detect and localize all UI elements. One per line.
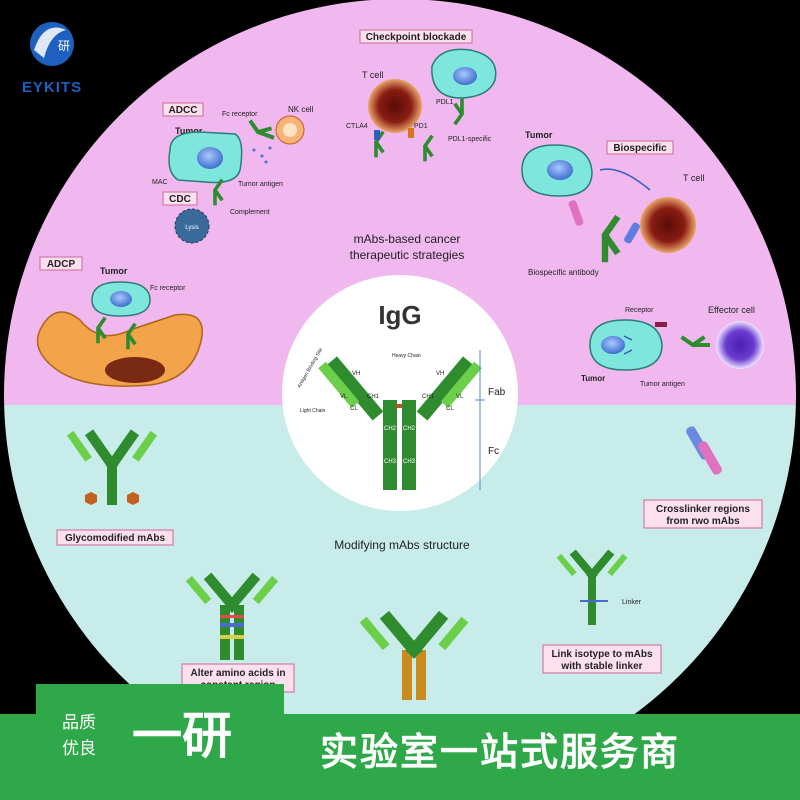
top-title-line1: mAbs-based cancer xyxy=(354,232,461,246)
fc-label: Fc xyxy=(488,446,499,457)
adcc-fc-receptor-label: Fc receptor xyxy=(222,111,258,118)
vl-label-right: VL xyxy=(456,394,464,400)
lysis-label: Lysis xyxy=(185,225,198,231)
pd1-label: PD1 xyxy=(414,123,428,130)
isotype-antibody xyxy=(359,610,469,700)
effector-tumor-cell xyxy=(589,319,663,371)
checkpoint-tcell xyxy=(368,79,422,133)
checkpoint-tcell-label: T cell xyxy=(362,70,383,80)
top-title-line2: therapeutic strategies xyxy=(350,248,465,262)
adcc-tumor-antigen-label: Tumor antigen xyxy=(238,181,283,188)
cdc-title-box xyxy=(162,191,198,206)
adcc-tumor-label: Tumor xyxy=(175,126,203,136)
footer-banner: 品质 优良 一研 实验室一站式服务商 xyxy=(0,684,800,800)
bispecific-title-box xyxy=(606,140,674,155)
effector-panel: Receptor Effector cell Tumor Tumor antig… xyxy=(581,305,764,388)
receptor-label: Receptor xyxy=(625,307,654,314)
cdc-title: CDC xyxy=(169,194,191,205)
bispecific-panel: Biospecific Tumor T cell Biospecific ant… xyxy=(521,130,704,277)
complement-label: Complement xyxy=(230,209,270,216)
cdc-panel: CDC Lysis Complement xyxy=(162,178,270,244)
footer-strip xyxy=(0,714,800,800)
effector-tumor-label: Tumor xyxy=(581,374,605,383)
ch2-label-right: CH2 xyxy=(403,426,416,432)
effector-cell xyxy=(716,321,764,369)
brand-logo: 研 EYKITS xyxy=(22,22,82,96)
vh-label: VH xyxy=(352,371,360,377)
logo-glyph: 研 xyxy=(58,39,70,53)
crosslinker-label-line1: Crosslinker regions xyxy=(656,504,750,515)
vh-label-right: VH xyxy=(436,371,444,377)
igg-title: IgG xyxy=(378,300,421,330)
link-box xyxy=(542,644,662,674)
linker-panel: Linker Link isotype to mAbs with stable … xyxy=(542,549,662,674)
adcc-title-box xyxy=(162,102,204,117)
glyco-box xyxy=(56,529,174,546)
crosslinker-box xyxy=(643,499,763,529)
linker-label: Linker xyxy=(622,599,642,606)
quality-badge: 品质 优良 xyxy=(62,710,96,762)
bispecific-title: Biospecific xyxy=(613,143,667,154)
bispecific-tcell-label: T cell xyxy=(683,173,704,183)
pdl1-specific-label: PDL1-specific xyxy=(448,136,492,143)
ch3-label-right: CH3 xyxy=(403,459,416,465)
bispecific-tcell xyxy=(640,197,696,253)
quality-line2: 优良 xyxy=(62,739,96,759)
adcc-title: ADCC xyxy=(169,105,198,116)
heavy-chain-label: Heavy Chain xyxy=(392,353,421,359)
checkpoint-title-box xyxy=(359,29,473,44)
bispecific-tumor-label: Tumor xyxy=(525,130,553,140)
crosslinker-label-line2: from rwo mAbs xyxy=(666,516,740,527)
pdl1-label: PDL1 xyxy=(436,99,454,106)
cl-label-right: CL xyxy=(446,406,454,412)
fab-label: Fab xyxy=(488,387,506,398)
checkpoint-panel: Checkpoint blockade T cell PDL1 CTLA4 PD… xyxy=(346,29,497,162)
alter-label-line1: Alter amino acids in xyxy=(190,668,285,679)
link-label-line2: with stable linker xyxy=(560,661,642,672)
glyco-panel: Glycomodified mAbs xyxy=(56,429,174,546)
light-chain-label: Light Chain xyxy=(300,408,326,414)
bispecific-antibody-label: Biospecific antibody xyxy=(528,268,599,277)
adcc-panel: ADCC Tumor Fc receptor NK cell MAC Tumor… xyxy=(152,102,314,188)
lysis-cell xyxy=(174,208,210,244)
effector-tumor-antigen-label: Tumor antigen xyxy=(640,381,685,388)
footer-slogan: 实验室一站式服务商 xyxy=(320,730,681,774)
footer-brand: 一研 xyxy=(132,707,232,765)
igg-center: IgG VH VH VL VL CL CL CH1 CH1 CH2 CH2 CH… xyxy=(282,275,518,511)
link-label-line1: Link isotype to mAbs xyxy=(551,649,653,660)
crosslinker-panel: Crosslinker regions from rwo mAbs xyxy=(643,426,763,529)
ch2-label: CH2 xyxy=(384,426,397,432)
cl-label: CL xyxy=(350,406,358,412)
bottom-title: Modifying mAbs structure xyxy=(334,538,470,552)
mac-label: MAC xyxy=(152,179,168,186)
glyco-label: Glycomodified mAbs xyxy=(65,533,165,544)
macrophage-nucleus xyxy=(105,357,165,383)
igg-circle xyxy=(282,275,518,511)
vl-label: VL xyxy=(340,394,348,400)
ch1-label: CH1 xyxy=(367,394,380,400)
quality-line1: 品质 xyxy=(62,713,96,733)
ch3-label: CH3 xyxy=(384,459,397,465)
adcp-title-box xyxy=(39,256,83,271)
effector-cell-label: Effector cell xyxy=(708,305,755,315)
adcp-fc-receptor-label: Fc receptor xyxy=(150,285,186,292)
brand-name: EYKITS xyxy=(22,79,82,96)
adcp-tumor-label: Tumor xyxy=(100,266,128,276)
adcc-tumor-nucleus xyxy=(197,147,223,169)
ch1-label-right: CH1 xyxy=(422,394,435,400)
nk-cell-label: NK cell xyxy=(288,105,314,114)
adcp-title: ADCP xyxy=(47,259,76,270)
checkpoint-title: Checkpoint blockade xyxy=(366,32,467,43)
ctla4-label: CTLA4 xyxy=(346,123,368,130)
adcp-panel: ADCP Tumor Fc receptor xyxy=(36,256,203,387)
